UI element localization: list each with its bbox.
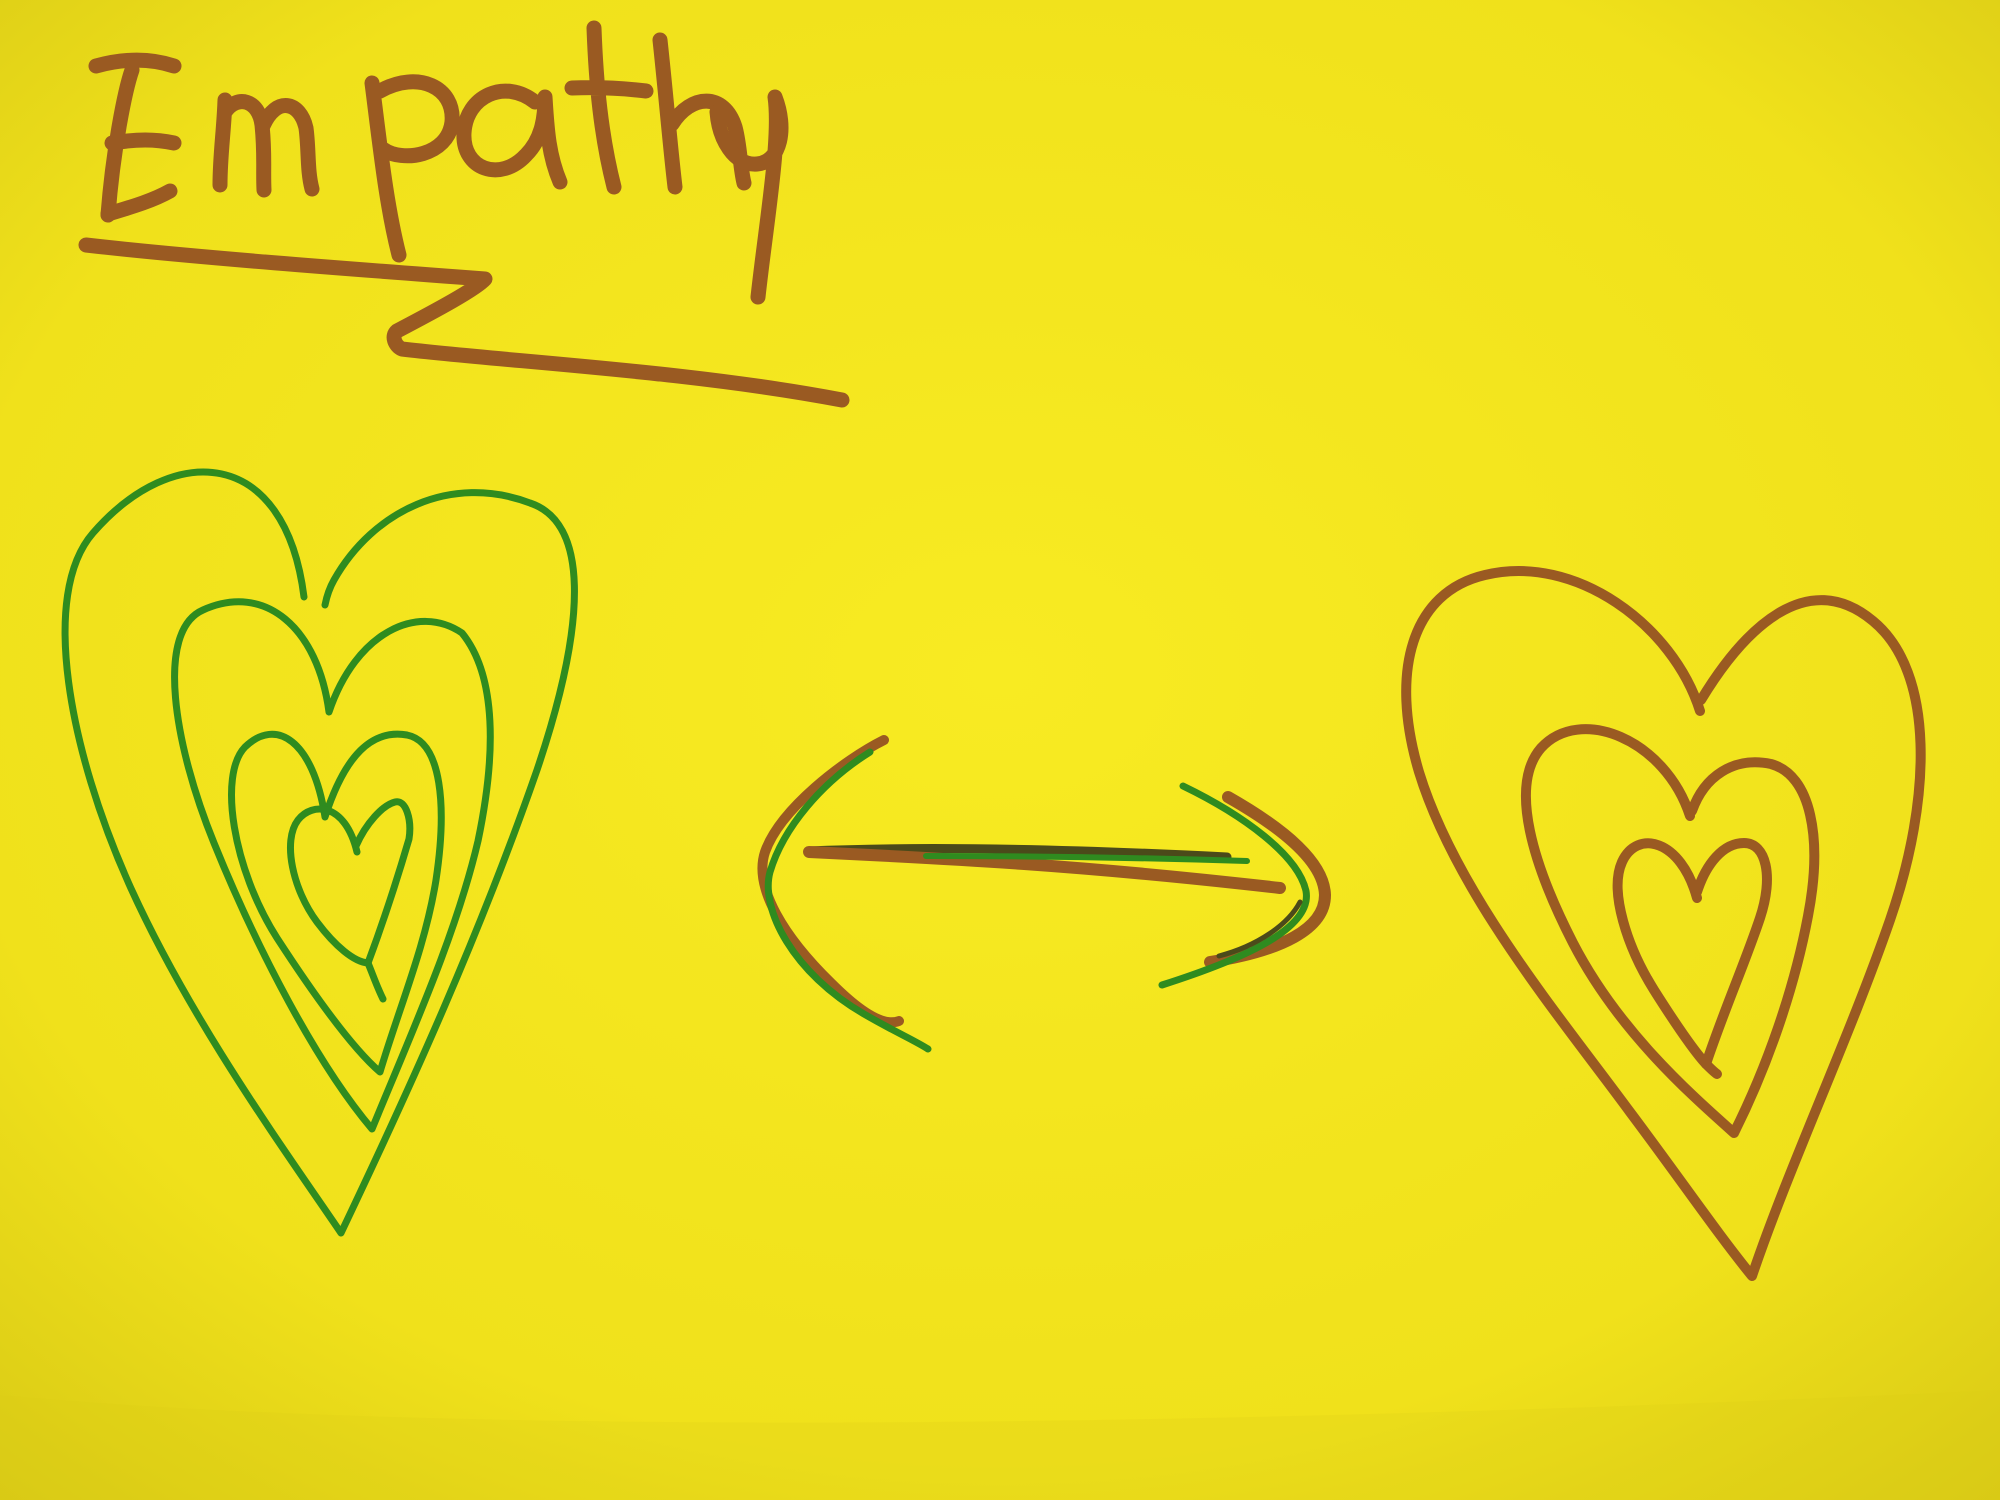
brown-heart-tail [1701,1059,1722,1079]
brown-heart-second [1520,724,1820,1138]
brown-heart-inner [1612,838,1772,1069]
double-arrow [757,735,1331,1053]
green-heart-inner [287,798,414,967]
title-zigzag-underline [78,237,850,408]
arrow-shaft-green [923,853,1250,864]
letter-e-stroke-2 [88,52,182,74]
arrow-left-green [764,748,932,1053]
letter-t-stroke [564,20,654,195]
letter-m-stroke [212,92,320,198]
green-heart-second [171,598,494,1133]
green-concentric-heart [61,468,578,1237]
arrow-shaft-brown [803,846,1286,894]
letter-y-stroke [709,89,789,305]
letter-e-stroke-1 [100,62,140,223]
green-heart-outer [61,468,578,1237]
green-heart-third [228,730,445,1076]
letter-e-stroke-4 [100,183,178,222]
brown-concentric-heart [1401,566,1926,1281]
arrow-right-green [1158,782,1310,989]
letter-e-stroke-3 [104,132,182,151]
arrow-right-dark [1216,899,1303,959]
letter-h-stroke [652,32,752,195]
green-heart-tail [364,959,387,1003]
arrow-right-brown [1204,791,1331,968]
brown-heart-outer [1401,566,1926,1281]
letter-p-stroke [364,74,460,263]
empathy-handwritten-title [78,20,850,408]
letter-a-stroke [456,83,568,190]
